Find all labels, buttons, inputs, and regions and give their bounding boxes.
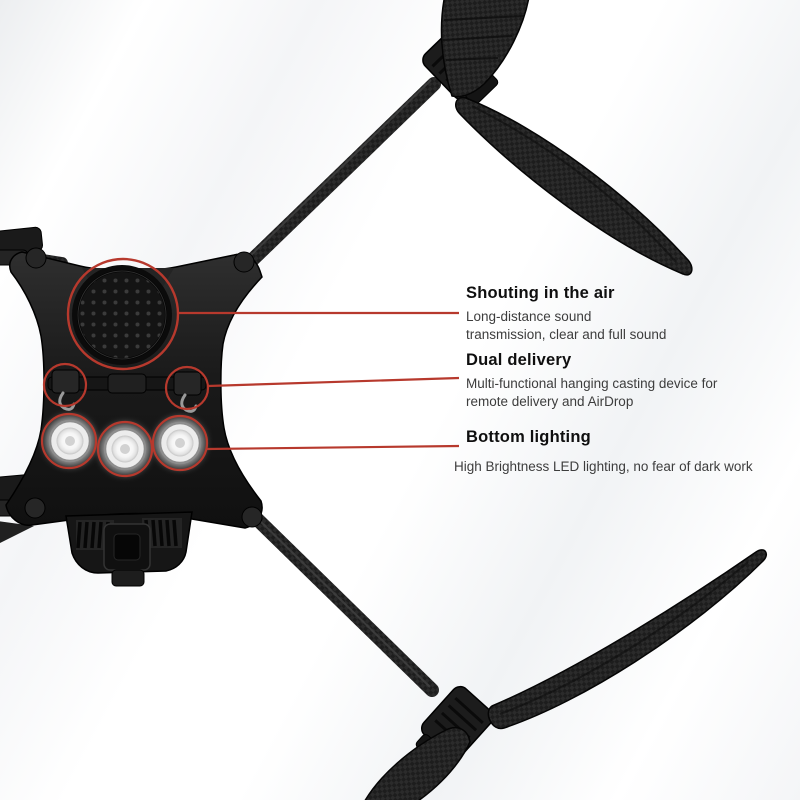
leader-line-delivery [207,376,460,388]
arm-lower-right [251,513,439,697]
callout-title: Bottom lighting [466,428,591,446]
callout-title: Dual delivery [466,351,572,369]
highlight-circle-led-1 [40,412,98,470]
propeller-lower-right [364,549,767,800]
callout-description: Multi-functional hanging casting device … [466,376,718,409]
leader-line-lighting [206,444,460,451]
arm-upper-right [241,77,441,271]
led-lights [45,416,205,474]
hook-right [173,371,202,413]
led-light-1 [45,416,95,466]
hook-left [51,369,80,411]
annotation-overlay [40,257,460,478]
highlight-circle-led-2 [96,420,154,478]
led-light-2 [100,424,150,474]
callout-title: Shouting in the air [466,284,615,302]
callout-dual-delivery: Dual delivery Multi-functional hanging c… [466,351,796,410]
callout-bottom-lighting: Bottom lighting High Brightness LED ligh… [454,428,796,476]
led-light-3 [155,418,205,468]
highlight-circle-hook-right [164,365,210,411]
callout-shouting-in-the-air: Shouting in the air Long-distance sound … [466,284,796,343]
propeller-upper-right [440,0,693,276]
callout-description: Long-distance sound transmission, clear … [466,309,667,342]
payload-module [65,511,193,587]
speaker [72,265,172,365]
callout-description: High Brightness LED lighting, no fear of… [454,459,753,474]
highlight-circle-hook-left [42,362,88,408]
highlight-circle-led-3 [151,414,209,472]
